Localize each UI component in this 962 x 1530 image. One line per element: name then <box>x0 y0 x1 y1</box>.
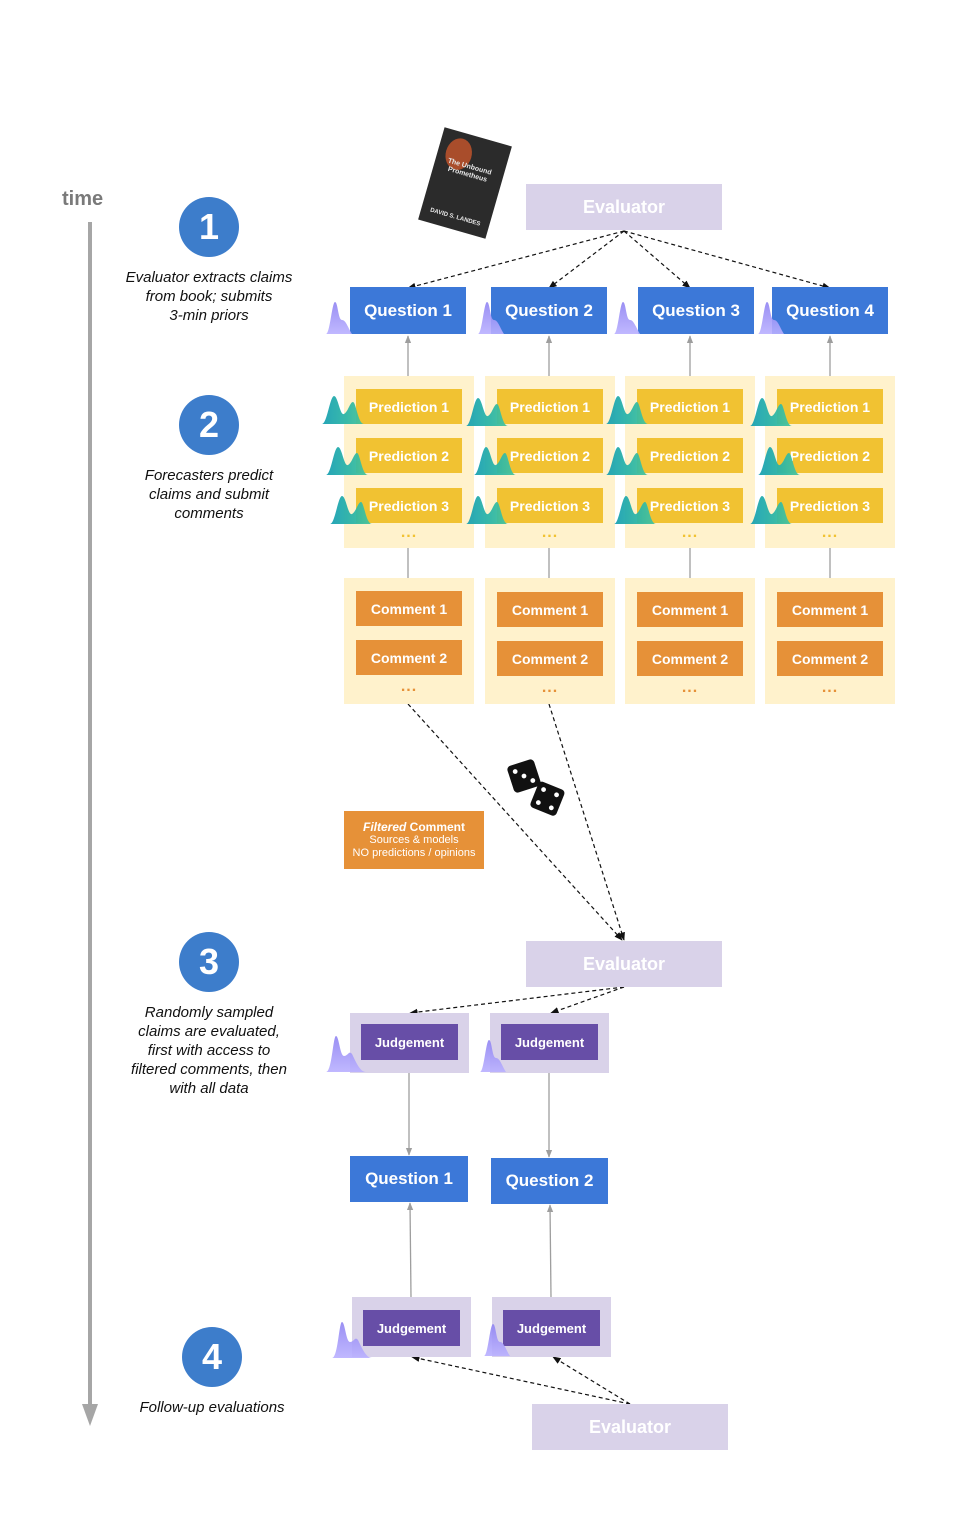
evaluator-to-questions-arrows <box>407 230 831 290</box>
caption-line: from book; submits <box>145 288 273 305</box>
prediction-1: Prediction 1 <box>356 389 462 424</box>
prediction-2: Prediction 2 <box>356 438 462 473</box>
step-1-caption: Evaluator extracts claims from book; sub… <box>99 268 319 325</box>
prediction-2: Prediction 2 <box>497 438 603 473</box>
distribution-icon <box>480 1040 506 1072</box>
distribution-icon <box>758 302 784 334</box>
prediction-3: Prediction 3 <box>777 488 883 523</box>
step-3-caption: Randomly sampled claims are evaluated, f… <box>99 1003 319 1098</box>
comment-2: Comment 2 <box>356 640 462 675</box>
timeline-arrow-icon <box>82 222 98 1426</box>
comment-1: Comment 1 <box>637 592 743 627</box>
prediction-3: Prediction 3 <box>497 488 603 523</box>
evaluator-to-judgements-arrows <box>409 986 625 1016</box>
caption-line: claims and submit <box>148 486 270 503</box>
distribution-icon <box>326 302 352 334</box>
evaluator-box-top: Evaluator <box>526 184 722 230</box>
evaluator-box-bottom: Evaluator <box>532 1404 728 1450</box>
distribution-icon <box>484 1324 510 1356</box>
judgement-1: Judgement <box>361 1024 458 1060</box>
caption-line: Follow-up evaluations <box>139 1399 285 1416</box>
distribution-icon <box>332 1322 372 1358</box>
filtered-comment-line-2: NO predictions / opinions <box>352 847 476 859</box>
caption-line: comments <box>174 505 244 522</box>
comment-2: Comment 2 <box>497 641 603 676</box>
comment-1: Comment 1 <box>356 591 462 626</box>
filtered-comment-title: Filtered Comment <box>344 821 484 834</box>
judgements-to-questions-arrows <box>405 1073 554 1298</box>
caption-line: claims are evaluated, <box>138 1023 280 1040</box>
predictions-to-questions-arrows <box>404 335 834 376</box>
comments-ellipsis: ... <box>541 679 559 696</box>
comments-ellipsis: ... <box>681 679 699 696</box>
comments-to-evaluator-arrows <box>407 703 625 941</box>
question-1: Question 1 <box>350 287 466 334</box>
distribution-icon <box>326 1036 366 1072</box>
judgement-2: Judgement <box>501 1024 598 1060</box>
distribution-icon <box>750 496 792 524</box>
predictions-ellipsis: ... <box>400 524 418 541</box>
followup-judgement-2: Judgement <box>503 1310 600 1346</box>
filtered-comment-box: Filtered Comment Sources & models NO pre… <box>344 811 484 869</box>
prediction-1: Prediction 1 <box>777 389 883 424</box>
caption-line: filtered comments, then <box>131 1061 287 1078</box>
distribution-icon <box>614 302 640 334</box>
distribution-icon <box>758 447 800 475</box>
question-4: Question 4 <box>772 287 888 334</box>
caption-line: 3-min priors <box>169 307 249 324</box>
distribution-icon <box>606 396 648 424</box>
prediction-2: Prediction 2 <box>777 438 883 473</box>
question-3: Question 3 <box>638 287 754 334</box>
predictions-ellipsis: ... <box>821 524 839 541</box>
prediction-3: Prediction 3 <box>637 488 743 523</box>
distribution-icon <box>466 496 508 524</box>
distribution-icon <box>326 447 368 475</box>
caption-line: with all data <box>169 1080 249 1097</box>
comment-1: Comment 1 <box>497 592 603 627</box>
distribution-icon <box>606 447 648 475</box>
prediction-3: Prediction 3 <box>356 488 462 523</box>
evaluator-to-followup-arrows <box>411 1355 631 1405</box>
distribution-icon <box>478 302 504 334</box>
comment-2: Comment 2 <box>637 641 743 676</box>
prediction-1: Prediction 1 <box>637 389 743 424</box>
caption-line: Evaluator extracts claims <box>125 269 293 286</box>
bottom-question-2: Question 2 <box>491 1158 608 1204</box>
step-3-badge: 3 <box>179 932 239 992</box>
filtered-word: Filtered <box>362 820 407 834</box>
step-2-badge: 2 <box>179 395 239 455</box>
step-2-caption: Forecasters predict claims and submit co… <box>99 466 319 523</box>
timeline-label: time <box>62 188 104 210</box>
predictions-ellipsis: ... <box>681 524 699 541</box>
distribution-icon <box>474 447 516 475</box>
distribution-icon <box>322 396 364 424</box>
distribution-icon <box>330 496 372 524</box>
dice-icon <box>507 759 565 816</box>
comment-2: Comment 2 <box>777 641 883 676</box>
caption-line: first with access to <box>147 1042 271 1059</box>
comments-to-predictions-lines <box>407 548 831 578</box>
distribution-icon <box>750 398 792 426</box>
caption-line: Randomly sampled <box>144 1004 274 1021</box>
distribution-icon <box>614 496 656 524</box>
predictions-ellipsis: ... <box>541 524 559 541</box>
question-2: Question 2 <box>491 287 607 334</box>
followup-judgement-1: Judgement <box>363 1310 460 1346</box>
evaluator-box-middle: Evaluator <box>526 941 722 987</box>
distribution-icon <box>466 398 508 426</box>
caption-line: Forecasters predict <box>144 467 274 484</box>
comments-ellipsis: ... <box>821 679 839 696</box>
prediction-1: Prediction 1 <box>497 389 603 424</box>
step-4-caption: Follow-up evaluations <box>102 1398 322 1417</box>
filtered-comment-line-1: Sources & models <box>369 834 459 846</box>
bottom-question-1: Question 1 <box>350 1156 468 1202</box>
comments-ellipsis: ... <box>400 678 418 695</box>
step-1-badge: 1 <box>179 197 239 257</box>
step-4-badge: 4 <box>182 1327 242 1387</box>
comment-word: Comment <box>406 820 465 834</box>
comment-1: Comment 1 <box>777 592 883 627</box>
prediction-2: Prediction 2 <box>637 438 743 473</box>
